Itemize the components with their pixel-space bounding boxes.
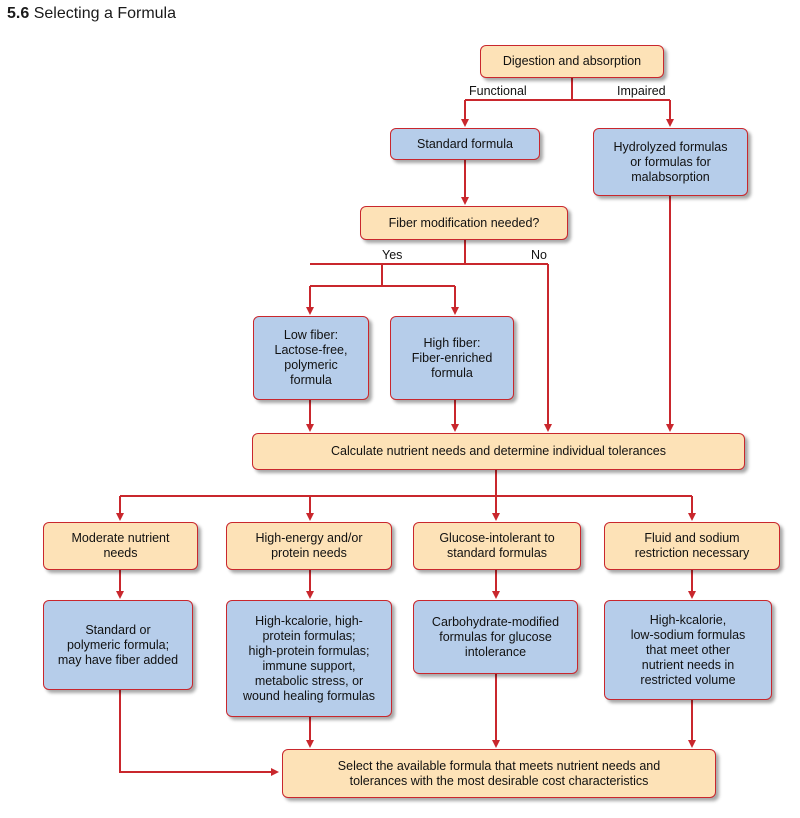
node-low-fiber: Low fiber: Lactose-free, polymeric formu… bbox=[253, 316, 369, 400]
edge-label-yes: Yes bbox=[380, 248, 405, 262]
node-moderate-needs: Moderate nutrient needs bbox=[43, 522, 198, 570]
node-glucose-intolerant: Glucose-intolerant to standard formulas bbox=[413, 522, 581, 570]
node-hydrolyzed-formulas: Hydrolyzed formulas or formulas for mala… bbox=[593, 128, 748, 196]
node-standard-polymeric-formula: Standard or polymeric formula; may have … bbox=[43, 600, 193, 690]
node-fiber-modification-question: Fiber modification needed? bbox=[360, 206, 568, 240]
edge-label-impaired: Impaired bbox=[615, 84, 668, 98]
node-standard-formula: Standard formula bbox=[390, 128, 540, 160]
node-high-kcal-protein-formulas: High-kcalorie, high- protein formulas; h… bbox=[226, 600, 392, 717]
node-digestion-absorption: Digestion and absorption bbox=[480, 45, 664, 78]
node-high-fiber: High fiber: Fiber-enriched formula bbox=[390, 316, 514, 400]
node-high-energy-protein: High-energy and/or protein needs bbox=[226, 522, 392, 570]
node-low-sodium-formulas: High-kcalorie, low-sodium formulas that … bbox=[604, 600, 772, 700]
edge-label-no: No bbox=[529, 248, 549, 262]
node-calculate-needs: Calculate nutrient needs and determine i… bbox=[252, 433, 745, 470]
node-select-formula: Select the available formula that meets … bbox=[282, 749, 716, 798]
arrow-standard-polymeric-to-select bbox=[119, 690, 279, 776]
figure-title: 5.6 Selecting a Formula bbox=[7, 5, 176, 23]
figure-title-text: Selecting a Formula bbox=[33, 5, 176, 22]
figure-number: 5.6 bbox=[7, 5, 30, 22]
edge-label-functional: Functional bbox=[467, 84, 529, 98]
node-fluid-sodium-restriction: Fluid and sodium restriction necessary bbox=[604, 522, 780, 570]
node-carbohydrate-modified: Carbohydrate-modified formulas for gluco… bbox=[413, 600, 578, 674]
